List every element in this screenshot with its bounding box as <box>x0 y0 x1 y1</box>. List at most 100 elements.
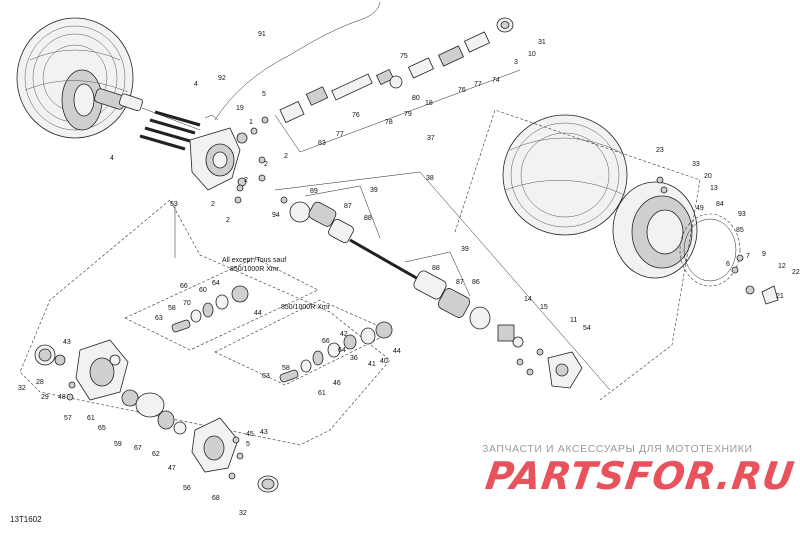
callout: 6 <box>726 261 730 268</box>
breather-hose <box>214 1 381 121</box>
group-bracket-39b <box>404 251 471 297</box>
callout: 76 <box>458 87 466 94</box>
callout: 18 <box>425 100 433 107</box>
callout: 22 <box>792 269 800 276</box>
watermark-tagline: ЗАПЧАСТИ И АКСЕССУАРЫ ДЛЯ МОТОТЕХНИКИ <box>482 443 753 455</box>
callout: 74 <box>492 77 500 84</box>
callout: 65 <box>98 425 106 432</box>
callout: 86 <box>472 279 480 286</box>
callout: 59 <box>114 441 122 448</box>
bolts-4 <box>139 110 201 151</box>
left-half-shaft <box>94 88 201 131</box>
callout: 76 <box>352 112 360 119</box>
callout: 77 <box>336 131 344 138</box>
variant-note: 850/1000R Xmr <box>230 266 280 273</box>
callout: 31 <box>538 39 546 46</box>
callout: 19 <box>236 105 244 112</box>
callout: 44 <box>254 310 262 317</box>
variant-note: 850/1000R Xmr <box>281 304 331 311</box>
callout: 5 <box>262 91 266 98</box>
callout: 57 <box>64 415 72 422</box>
callout: 66 <box>180 283 188 290</box>
callout: 32 <box>18 385 26 392</box>
callout: 87 <box>456 279 464 286</box>
callout: 39 <box>461 246 469 253</box>
callout: 41 <box>368 361 376 368</box>
callout: 15 <box>540 304 548 311</box>
callout: 92 <box>218 75 226 82</box>
callout: 63 <box>155 315 163 322</box>
callout: 48 <box>58 394 66 401</box>
callout: 38 <box>426 175 434 182</box>
callout: 29 <box>41 394 49 401</box>
callout: 43 <box>260 429 268 436</box>
callout: 49 <box>696 205 704 212</box>
callout: 79 <box>404 111 412 118</box>
group-bracket-37 <box>274 69 521 153</box>
propeller-shaft <box>279 17 514 124</box>
callout: 1 <box>249 119 253 126</box>
callout: 9 <box>762 251 766 258</box>
callout: 93 <box>738 211 746 218</box>
inset-outline <box>19 199 391 446</box>
callout: 10 <box>528 51 536 58</box>
callout: 37 <box>427 135 435 142</box>
callout: 77 <box>474 81 482 88</box>
callout: 2 <box>244 177 248 184</box>
callout: 44 <box>393 348 401 355</box>
callout: 45 <box>246 431 254 438</box>
callout: 20 <box>704 173 712 180</box>
callout: 2 <box>211 201 215 208</box>
callout: 40 <box>380 358 388 365</box>
callout: 64 <box>338 347 346 354</box>
inset-parts <box>34 285 393 493</box>
callout: 42 <box>340 331 348 338</box>
callout: 53 <box>170 201 178 208</box>
callout: 64 <box>212 280 220 287</box>
left-wheel-tire <box>16 17 134 139</box>
callout: 47 <box>168 465 176 472</box>
callout: 46 <box>333 380 341 387</box>
callout: 2 <box>284 153 288 160</box>
wheel-hub <box>516 348 583 389</box>
callout: 11 <box>570 317 577 324</box>
callout: 3 <box>514 59 518 66</box>
callout: 54 <box>583 325 591 332</box>
right-wheel-tire <box>502 114 628 236</box>
callout: 14 <box>524 296 532 303</box>
callouts: 91 92 4 5 19 1 4 83 77 76 78 37 75 18 80… <box>18 31 800 517</box>
callout: 85 <box>736 227 744 234</box>
differential-housing <box>189 127 248 191</box>
wheel-group-outline <box>454 109 701 401</box>
callout: 94 <box>272 212 280 219</box>
callout: 88 <box>364 215 372 222</box>
callout: 4 <box>110 155 114 162</box>
callout: 58 <box>282 365 290 372</box>
callout: 7 <box>746 253 750 260</box>
callout: 80 <box>412 95 420 102</box>
callout: 21 <box>776 293 784 300</box>
callout: 2 <box>264 161 268 168</box>
callout: 58 <box>168 305 176 312</box>
callout: 43 <box>63 339 71 346</box>
callout: 91 <box>258 31 266 38</box>
group-bracket-39a <box>304 185 381 239</box>
callout: 13 <box>710 185 718 192</box>
group-bracket-38 <box>274 171 611 391</box>
callout: 60 <box>199 287 207 294</box>
callout: 23 <box>656 147 664 154</box>
callout: 4 <box>194 81 198 88</box>
callout: 5 <box>246 441 250 448</box>
watermark-logo: PARTSFOR.RU <box>482 454 798 498</box>
callout: 88 <box>432 265 440 272</box>
callout: 33 <box>692 161 700 168</box>
callout: 63 <box>262 373 270 380</box>
callout: 78 <box>385 119 393 126</box>
callout: 83 <box>318 140 326 147</box>
callout: 39 <box>370 187 378 194</box>
variant-box-1 <box>124 257 319 351</box>
right-half-shaft <box>289 201 524 348</box>
diagram-code: 13T1602 <box>10 515 42 524</box>
variant-note: All except /Tous sauf <box>222 257 286 264</box>
